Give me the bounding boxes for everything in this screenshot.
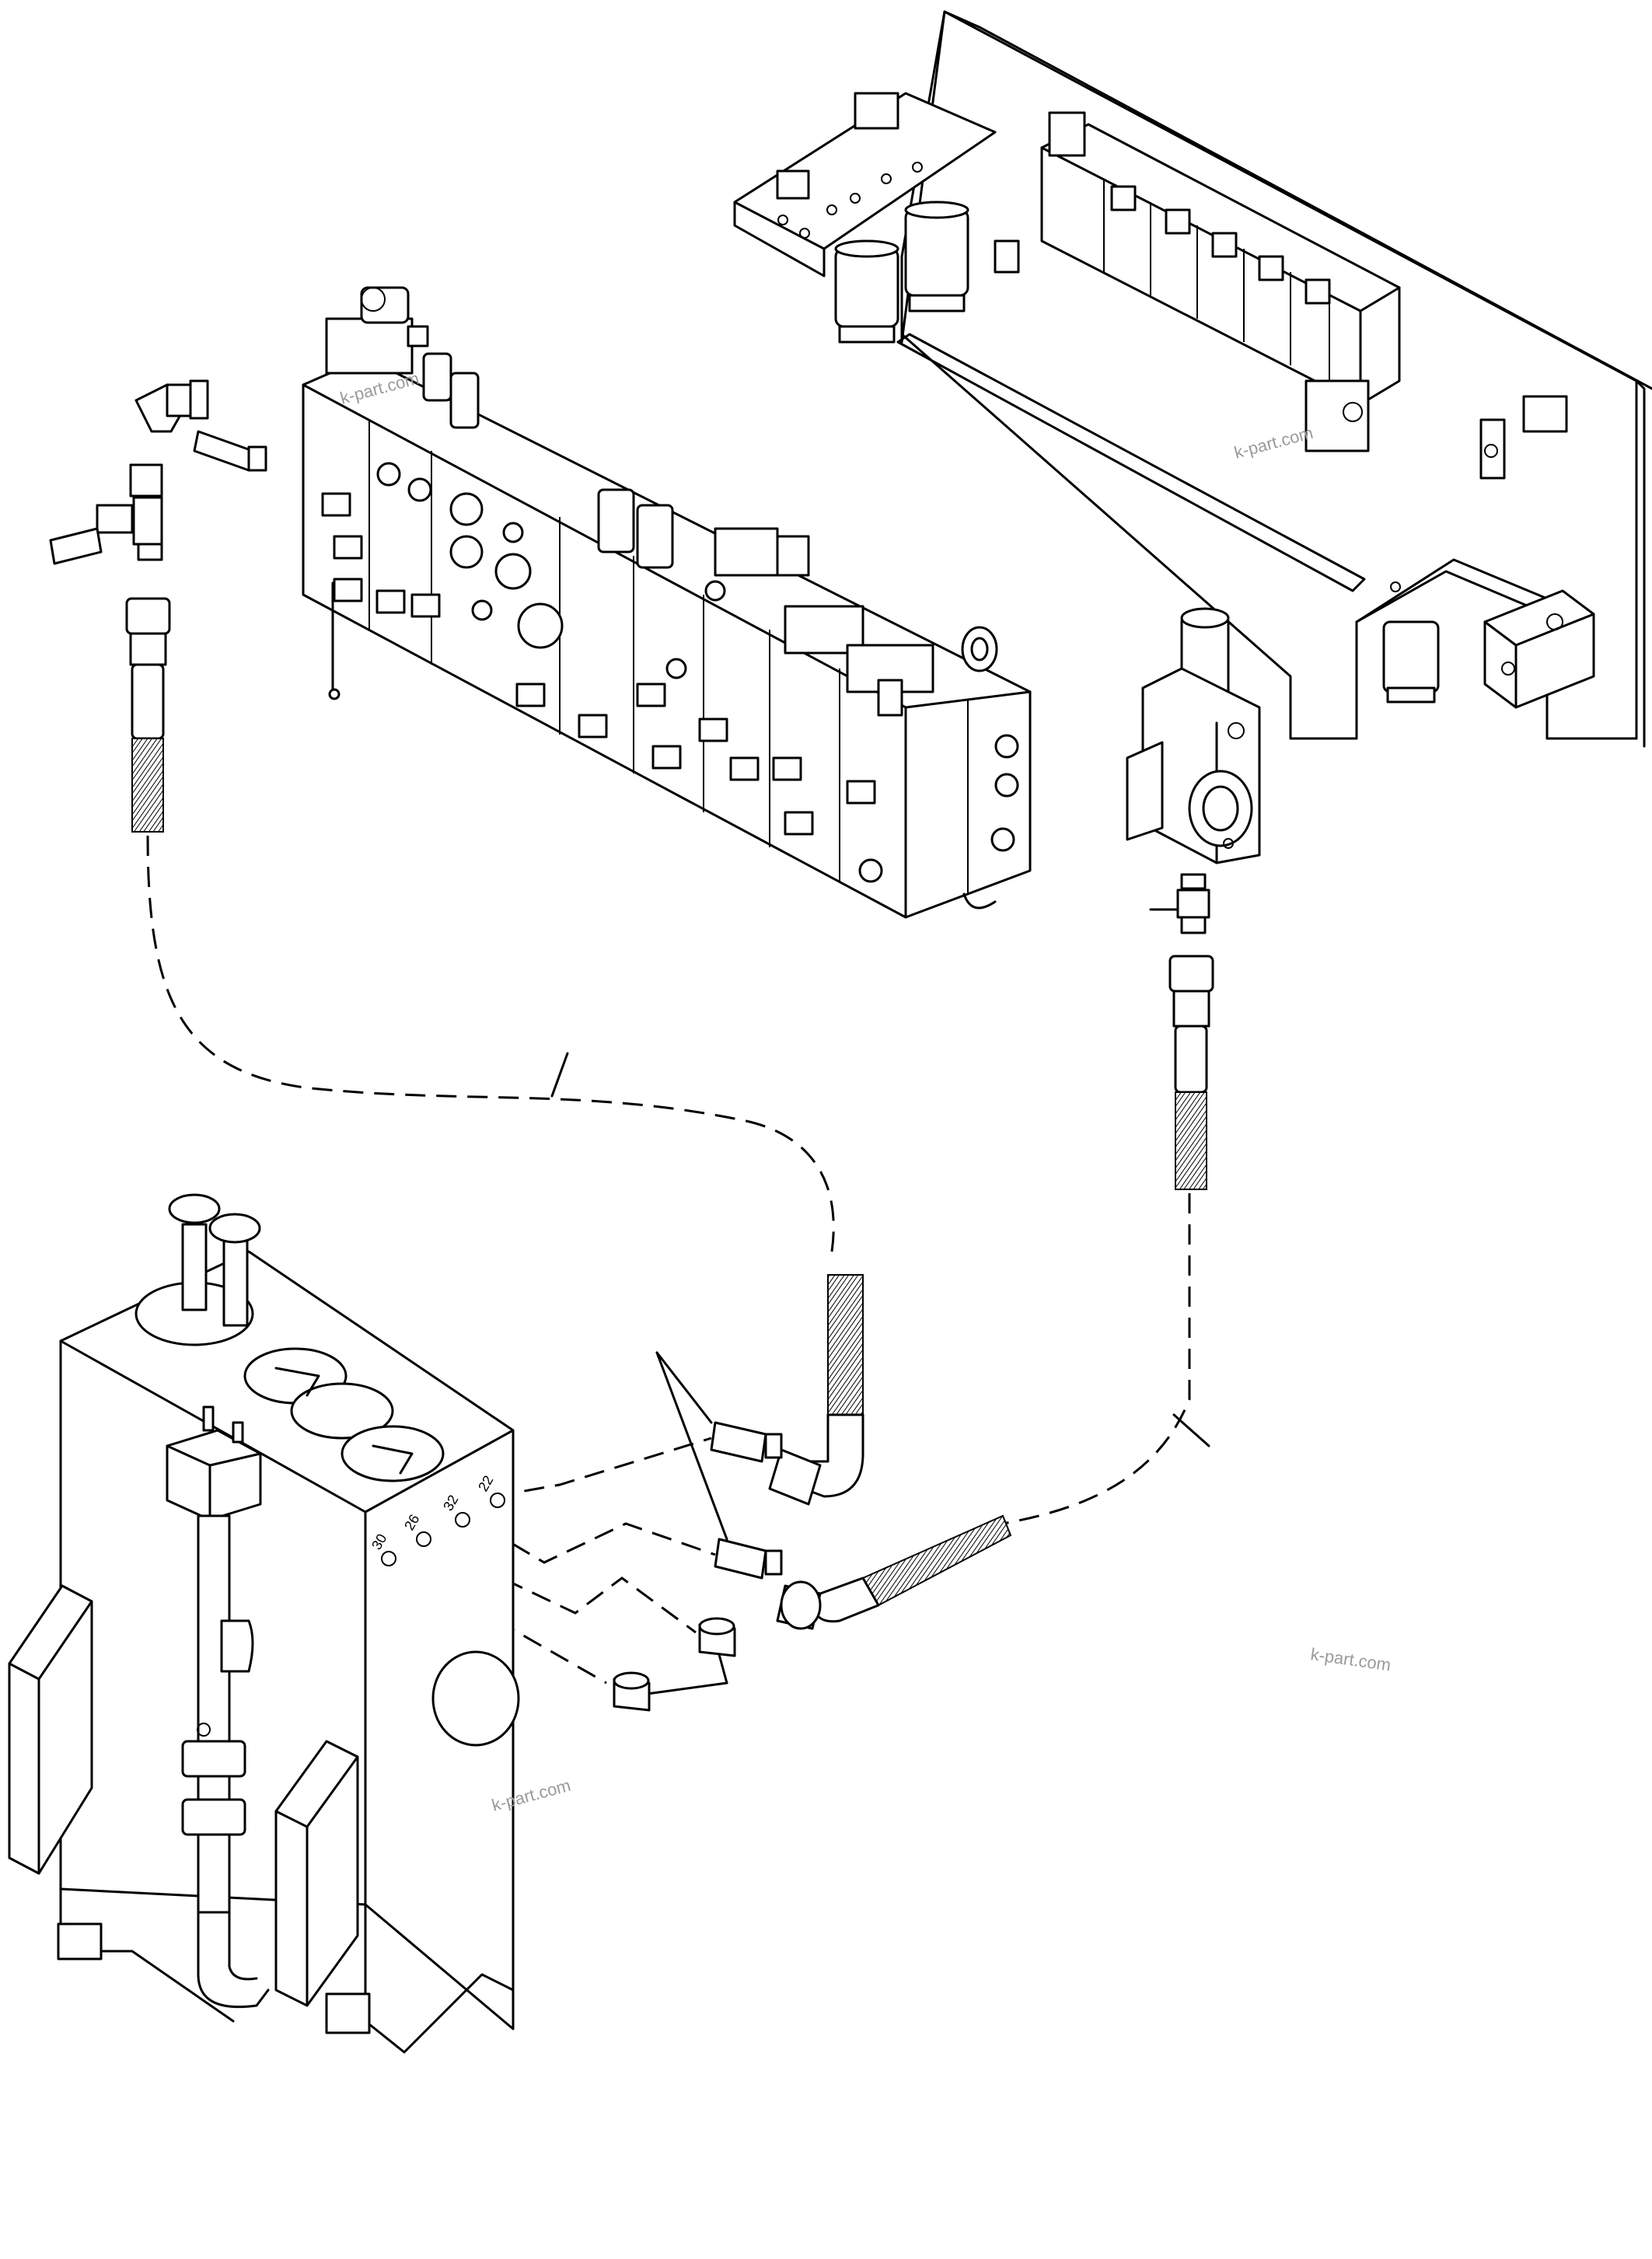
tank-access-covers bbox=[243, 1347, 445, 1482]
frame-solenoid-left bbox=[776, 92, 1020, 274]
straight-adapter bbox=[193, 430, 267, 472]
main-valve-solenoid bbox=[325, 286, 429, 375]
hose-lower-b bbox=[776, 1514, 1012, 1630]
male-connector-left bbox=[49, 527, 103, 565]
relief-valve bbox=[1126, 607, 1261, 864]
filter-canister-lower bbox=[1382, 620, 1440, 704]
hose-left-upper bbox=[125, 597, 171, 833]
elbow-fitting bbox=[134, 379, 209, 433]
hose-right bbox=[1168, 955, 1214, 1190]
hose-routes bbox=[146, 835, 1210, 1525]
watermark-3: k-part.com bbox=[1309, 1644, 1392, 1674]
tank-pipe bbox=[181, 1514, 270, 2009]
tee-fitting bbox=[96, 463, 163, 561]
filter-canister-right bbox=[904, 201, 969, 312]
plug-lower bbox=[613, 1671, 651, 1712]
tank-connector-lower bbox=[714, 1538, 783, 1580]
main-valve-fittings bbox=[321, 492, 997, 910]
tank-connector-upper bbox=[710, 1421, 783, 1463]
frame-manifold-block bbox=[1483, 589, 1595, 709]
plug-upper bbox=[698, 1617, 736, 1657]
tank-side-brackets bbox=[8, 1584, 359, 2007]
frame-sensor-right bbox=[1479, 395, 1568, 480]
hose-lower-a bbox=[768, 1274, 864, 1506]
hose-adapter-right bbox=[1149, 873, 1210, 934]
main-valve-caps bbox=[422, 352, 998, 717]
tank-return-block bbox=[166, 1405, 262, 1521]
main-control-valve bbox=[302, 356, 1032, 919]
tank-filler-cap bbox=[134, 1193, 261, 1346]
frame-valve-bank bbox=[1040, 111, 1401, 452]
filter-canister-left bbox=[834, 239, 899, 344]
